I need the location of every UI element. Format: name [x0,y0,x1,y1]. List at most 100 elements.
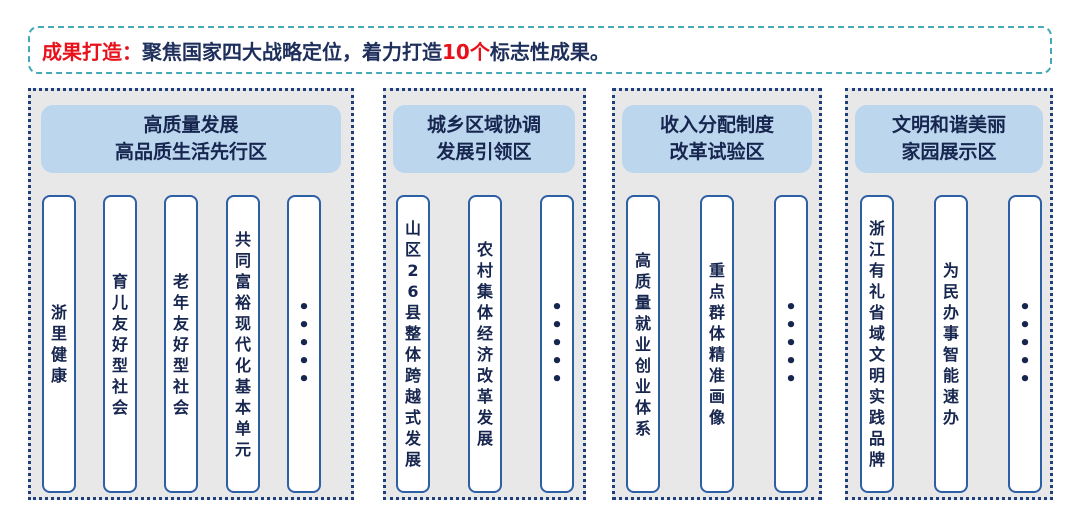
item-column: 农村集体经济改革发展 [468,195,502,493]
item-char: 文 [868,345,885,364]
item-char: 会 [172,397,189,417]
zone-panel-income-distribution: 收入分配制度 改革试验区 高质量就业创业体系 重点群体精准画像 ••••• [612,88,822,500]
item-char: 里 [50,324,67,343]
item-char: 友 [172,313,189,333]
item-char: 县 [404,303,421,322]
item-char: • [551,351,563,372]
item-char: 式 [404,408,421,427]
zone-title-line: 家园展示区 [901,141,997,163]
item-char: 质 [634,271,651,291]
item-char: 体 [634,397,651,417]
item-char: 精 [708,345,725,364]
item-char: 单 [234,418,251,438]
item-char: 裕 [234,292,251,312]
item-char: 发 [476,408,493,427]
item-char: 2 [407,261,419,280]
item-char: • [298,369,310,390]
zone-title-line: 文明和谐美丽 [891,114,1006,136]
item-char: 发 [404,429,421,448]
item-char: 共 [234,229,251,249]
zone-title-line: 改革试验区 [669,141,765,163]
item-column-ellipsis: ••••• [774,195,808,493]
item-char: 礼 [868,282,885,301]
item-char: 展 [404,450,421,469]
item-char: 画 [708,387,725,406]
item-char: 像 [708,408,725,427]
item-char: • [298,351,310,372]
item-char: 高 [634,250,651,270]
item-char: • [785,369,797,390]
item-char: 智 [942,345,959,364]
item-char: 展 [476,429,493,448]
item-char: 村 [476,261,493,280]
item-char: 会 [111,397,128,417]
item-char: 本 [234,397,251,417]
item-char: 速 [942,387,959,406]
item-char: 基 [234,376,251,396]
item-char: 品 [868,429,885,448]
item-char: 同 [234,250,251,270]
item-char: 就 [634,313,651,333]
item-column: 为民办事智能速办 [934,195,968,493]
zone-title-line: 收入分配制度 [659,114,774,136]
item-char: 事 [942,324,959,343]
item-char: 办 [942,303,959,322]
item-char: 儿 [111,292,128,312]
item-char: • [785,351,797,372]
item-column-ellipsis: ••••• [540,195,574,493]
zone-title-line: 城乡区域协调 [426,114,541,136]
item-char: 创 [634,355,651,375]
item-char: 办 [942,408,959,427]
item-char: 群 [708,303,725,322]
item-char: • [551,333,563,354]
item-char: 济 [476,345,493,364]
item-char: 越 [404,387,421,406]
zone-title: 收入分配制度 改革试验区 [622,105,812,173]
item-char: 体 [476,303,493,322]
item-char: • [785,315,797,336]
item-char: 实 [868,387,885,406]
zone-title: 城乡区域协调 发展引领区 [393,105,575,173]
item-char: • [298,297,310,318]
item-char: 省 [868,303,885,322]
item-char: • [298,315,310,336]
item-char: 化 [234,355,251,375]
item-char: 型 [111,355,128,375]
item-char: 点 [708,282,725,301]
item-char: 跨 [404,366,421,385]
zone-title-line: 发展引领区 [436,141,532,163]
item-column-ellipsis: ••••• [1008,195,1042,493]
item-char: 江 [868,240,885,259]
item-char: • [298,333,310,354]
banner-text-before: 聚焦国家四大战略定位，着力打造 [142,39,442,64]
item-column: 共同富裕现代化基本单元 [226,195,260,493]
item-char: 牌 [868,450,885,469]
item-char: 践 [868,408,885,427]
item-char: 6 [407,282,419,301]
item-char: • [551,315,563,336]
item-char: 体 [404,345,421,364]
item-char: 好 [172,334,189,354]
item-char: 为 [942,261,959,280]
item-char: 康 [50,366,67,385]
item-char: 经 [476,324,493,343]
item-char: 友 [111,313,128,333]
zone-title: 文明和谐美丽 家园展示区 [855,105,1043,173]
item-char: 革 [476,387,493,406]
item-column: 高质量就业创业体系 [626,195,660,493]
item-column: 浙江有礼省域文明实践品牌 [860,195,894,493]
item-char: • [1019,297,1031,318]
item-char: 域 [868,324,885,343]
item-char: 民 [942,282,959,301]
zone-title-line: 高品质生活先行区 [114,141,267,163]
item-char: 年 [172,292,189,312]
item-char: 育 [111,271,128,291]
item-char: 浙 [868,219,885,238]
item-char: • [551,369,563,390]
item-char: 准 [708,366,725,385]
item-char: 能 [942,366,959,385]
item-char: 好 [111,334,128,354]
item-char: 老 [172,271,189,291]
item-char: 浙 [50,303,67,322]
